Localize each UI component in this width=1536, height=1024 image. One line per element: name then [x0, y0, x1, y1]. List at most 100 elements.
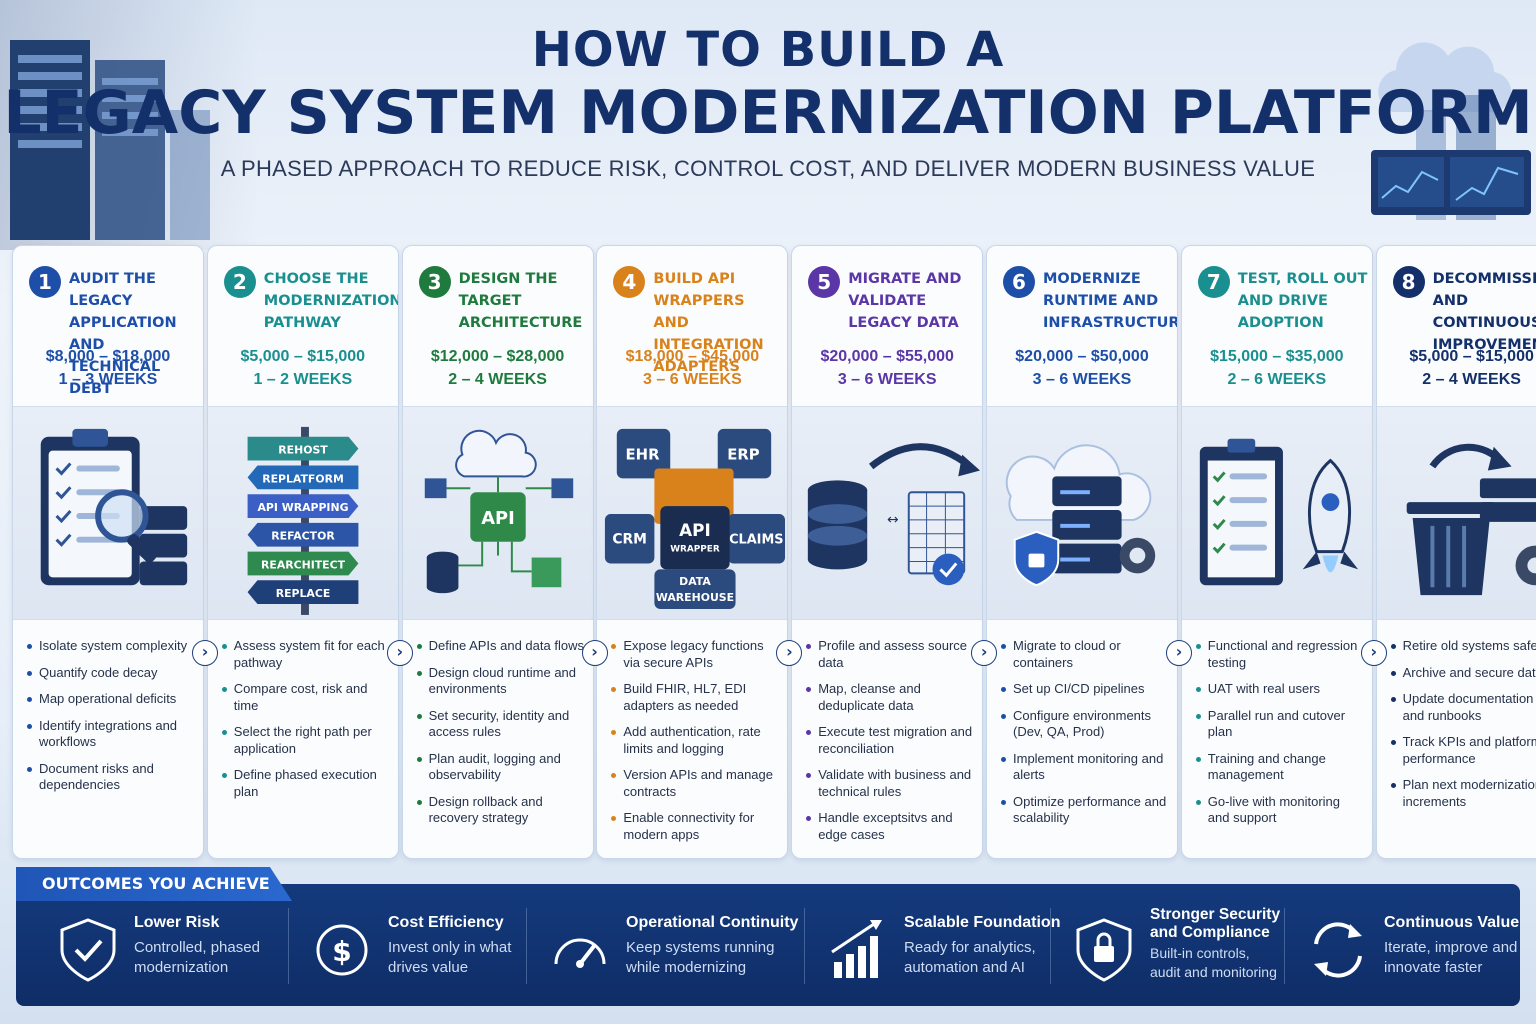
- api-box-label: API: [481, 508, 514, 529]
- checklist-rocket-icon: [1181, 406, 1372, 620]
- phase-title: AUDIT THE LEGACY APPLICATION AND TECHNIC…: [69, 271, 177, 397]
- phase-bullet: Update documentation and runbooks: [1390, 691, 1536, 724]
- phase-title: MIGRATE AND VALIDATE LEGACY DATA: [848, 271, 962, 331]
- phase-number: 5: [808, 266, 841, 298]
- phase-header: 5 MIGRATE AND VALIDATE LEGACY DATA $20,0…: [792, 246, 982, 406]
- phase-number: 8: [1392, 266, 1425, 298]
- phase-header: 1 AUDIT THE LEGACY APPLICATION AND TECHN…: [13, 246, 203, 406]
- phase-bullet: Document risks and dependencies: [27, 761, 195, 794]
- puzzle-label: API: [680, 520, 712, 540]
- phase-duration: 1 – 3 WEEKS: [58, 371, 158, 388]
- chevron-right-icon: ›: [971, 640, 998, 666]
- phase-title: DECOMMISSION AND CONTINUOUS IMPROVEMENT: [1432, 271, 1536, 353]
- puzzle-label: WRAPPER: [671, 545, 721, 555]
- phase-cost: $5,000 – $15,000: [240, 348, 366, 365]
- chevron-right-icon: ›: [1360, 640, 1387, 666]
- phase-bullet: Set up CI/CD pipelines: [1001, 681, 1169, 698]
- phase-bullet: Plan next modernization increments: [1390, 777, 1536, 810]
- phase-bullet: Archive and secure data: [1390, 665, 1536, 682]
- pathway-sign: REFACTOR: [271, 530, 335, 543]
- phase-title: MODERNIZE RUNTIME AND INFRASTRUCTURE: [1043, 271, 1178, 331]
- phase-card-5: 5 MIGRATE AND VALIDATE LEGACY DATA $20,0…: [791, 245, 984, 859]
- puzzle-label: CRM: [613, 532, 648, 548]
- puzzle-label: CLAIMS: [729, 533, 783, 548]
- phase-card-2: 2 CHOOSE THE MODERNIZATION PATHWAY $5,00…: [206, 245, 399, 859]
- trash-server-cycle-icon: [1376, 406, 1536, 620]
- divider: [1050, 908, 1051, 984]
- server-rack-skyline-illustration: [0, 0, 260, 250]
- chevron-right-icon: ›: [581, 640, 608, 666]
- phase-number: 4: [613, 266, 646, 298]
- shield-lock-icon: [1076, 918, 1132, 982]
- phase-card-7: 7 TEST, ROLL OUT AND DRIVE ADOPTION $15,…: [1180, 245, 1373, 859]
- outcome-title: Scalable Foundation: [904, 914, 1061, 931]
- outcome-title: Continuous Value: [1384, 914, 1520, 931]
- phase-bullet: Define phased execution plan: [221, 767, 390, 800]
- phase-bullet: Expose legacy functions via secure APIs: [611, 638, 779, 671]
- pathway-sign: REPLACE: [276, 587, 331, 600]
- phase-header: 3 DESIGN THE TARGET ARCHITECTURE $12,000…: [403, 246, 593, 406]
- phase-bullet: Map operational deficits: [27, 691, 195, 708]
- phase-cost: $18,000 – $45,000: [625, 348, 760, 365]
- chevron-right-icon: ›: [192, 640, 218, 666]
- puzzle-label: ERP: [728, 447, 761, 464]
- phase-card-4: 4 BUILD API WRAPPERS AND INTEGRATION ADA…: [596, 245, 789, 859]
- gauge-icon: [554, 938, 606, 968]
- phase-number: 1: [29, 266, 61, 298]
- cloud-dashboard-illustration: [1371, 42, 1531, 220]
- phase-bullet: Execute test migration and reconciliatio…: [806, 724, 974, 757]
- phase-header: 4 BUILD API WRAPPERS AND INTEGRATION ADA…: [597, 246, 787, 406]
- outcome-description: Built-in controls,audit and monitoring: [1150, 945, 1277, 980]
- pathway-sign: REHOST: [278, 444, 328, 457]
- phase-card-6: 6 MODERNIZE RUNTIME AND INFRASTRUCTURE $…: [986, 245, 1178, 859]
- phase-bullet: Identify integrations and workflows: [27, 718, 195, 751]
- pathway-sign: API WRAPPING: [257, 501, 348, 514]
- title-line-1: HOW TO BUILD A: [531, 22, 1005, 78]
- phase-bullet: Build FHIR, HL7, EDI adapters as needed: [611, 681, 779, 714]
- chevron-right-icon: ›: [776, 640, 803, 666]
- phase-card-3: 3 DESIGN THE TARGET ARCHITECTURE $12,000…: [401, 245, 594, 859]
- outcome-description: Ready for analytics,automation and AI: [904, 939, 1036, 976]
- puzzle-label: WAREHOUSE: [656, 591, 734, 604]
- divider: [526, 908, 527, 984]
- phase-cost: $20,000 – $55,000: [820, 348, 954, 365]
- phase-bullet: Retire old systems safely: [1390, 638, 1536, 655]
- phase-bullet: Handle exceptsitvs and edge cases: [806, 810, 974, 843]
- dollar-cycle-icon: $: [316, 924, 368, 976]
- phase-cost: $8,000 – $18,000: [45, 348, 171, 365]
- svg-text:↔: ↔: [887, 512, 899, 528]
- phase-title: TEST, ROLL OUT AND DRIVE ADOPTION: [1237, 271, 1368, 331]
- phase-duration: 1 – 2 WEEKS: [253, 371, 353, 388]
- growth-chart-icon: [831, 920, 882, 978]
- outcome-title: Operational Continuity: [626, 914, 799, 931]
- phase-bullet: Functional and regression testing: [1195, 638, 1364, 671]
- title-line-2: LEGACY SYSTEM MODERNIZATION PLATFORM: [3, 78, 1533, 148]
- database-migration-icon: ↔: [792, 406, 983, 620]
- shield-check-icon: [60, 918, 116, 982]
- outcome-title: Cost Efficiency: [388, 914, 504, 931]
- signpost-icon: REHOST REPLATFORM API WRAPPING REFACTOR …: [207, 406, 398, 620]
- phase-bullet: UAT with real users: [1195, 681, 1364, 698]
- phase-bullet: Add authentication, rate limits and logg…: [611, 724, 779, 757]
- phase-bullet: Validate with business and technical rul…: [806, 767, 974, 800]
- divider: [1284, 908, 1285, 984]
- puzzle-label: DATA: [680, 575, 712, 588]
- phase-bullet: Design rollback and recovery strategy: [416, 794, 585, 827]
- phase-bullet: Optimize performance and scalability: [1001, 794, 1169, 827]
- phase-title: DESIGN THE TARGET ARCHITECTURE: [458, 271, 583, 331]
- phase-number: 3: [418, 266, 451, 298]
- phase-card-1: 1 AUDIT THE LEGACY APPLICATION AND TECHN…: [12, 245, 204, 859]
- subtitle: A PHASED APPROACH TO REDUCE RISK, CONTRO…: [220, 156, 1316, 181]
- phase-number: 2: [223, 266, 256, 298]
